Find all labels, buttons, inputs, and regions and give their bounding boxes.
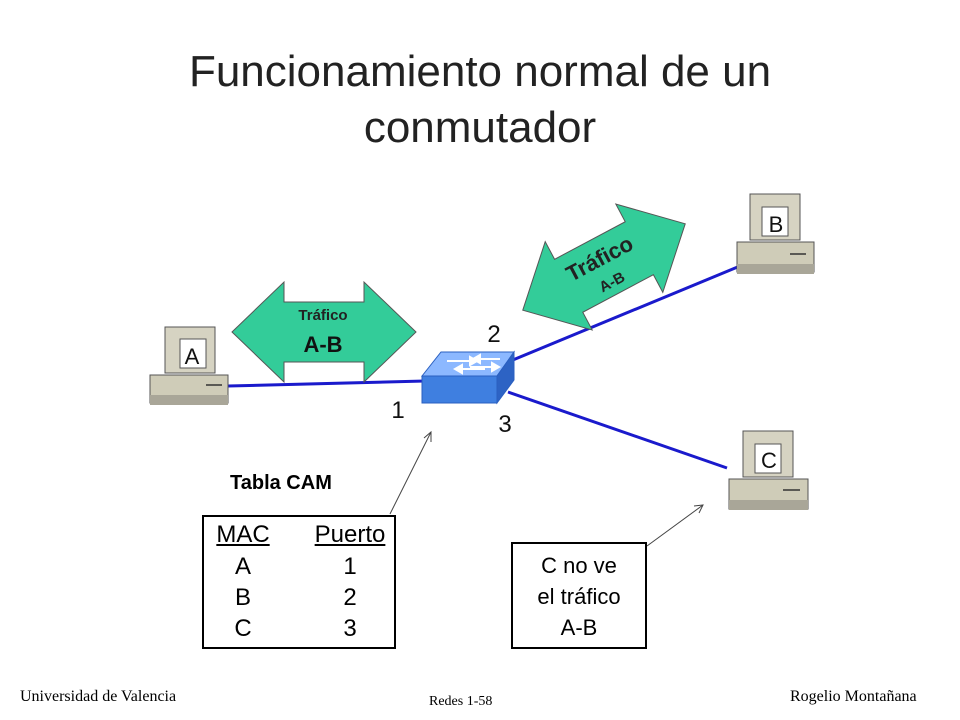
port-1-label: 1 [391, 397, 404, 424]
traffic-arrow-right: Tráfico A-B [522, 203, 686, 331]
cam-cell-mac: C [234, 615, 252, 642]
switch-icon [420, 350, 515, 405]
cam-table-row: C 3 [204, 615, 398, 645]
cam-cell-port: 1 [343, 553, 357, 580]
cam-header-port: Puerto [314, 521, 386, 548]
link-switch-c [507, 390, 728, 470]
cam-table-title: Tabla CAM [230, 472, 332, 494]
port-3-label: 3 [498, 411, 511, 438]
traffic-left-line2: A-B [303, 332, 342, 357]
cam-cell-mac: B [234, 584, 251, 611]
cam-pointer-arrow [389, 430, 432, 515]
note-pointer-arrow [646, 504, 704, 547]
computer-b-icon [736, 193, 815, 274]
title-line-1: Funcionamiento normal de un [188, 47, 772, 96]
traffic-left-line1: Tráfico [298, 307, 347, 324]
note-box: C no ve el tráfico A-B [511, 542, 647, 649]
cam-cell-port: 2 [343, 584, 357, 611]
computer-a-icon [149, 326, 229, 405]
computer-c-icon [728, 430, 809, 510]
title-line-2: conmutador [363, 103, 597, 152]
port-2-label: 2 [487, 321, 500, 348]
link-a-switch [227, 379, 426, 388]
cam-table-row: A 1 [204, 553, 398, 583]
cam-cell-port: 3 [343, 615, 357, 642]
footer-right: Rogelio Montañana [790, 688, 917, 705]
traffic-arrow-left: Tráfico A-B [231, 280, 417, 384]
slide-title: Funcionamiento normal de un conmutador [80, 44, 880, 156]
host-c-label: C [761, 448, 777, 473]
footer-left: Universidad de Valencia [20, 688, 177, 705]
cam-cell-mac: A [234, 553, 251, 580]
footer-center: Redes 1-58 [429, 694, 493, 709]
host-a-label: A [185, 344, 200, 369]
cam-table-header: MAC Puerto [204, 521, 398, 551]
link-switch-b [507, 264, 741, 364]
cam-header-mac: MAC [216, 521, 270, 548]
note-line-1: C no ve [541, 553, 617, 578]
note-line-2: el tráfico [537, 584, 621, 609]
cam-table-row: B 2 [204, 584, 398, 614]
host-b-label: B [769, 212, 784, 237]
note-line-3: A-B [560, 615, 598, 640]
cam-table: MAC Puerto A 1 B 2 C 3 [202, 515, 396, 649]
